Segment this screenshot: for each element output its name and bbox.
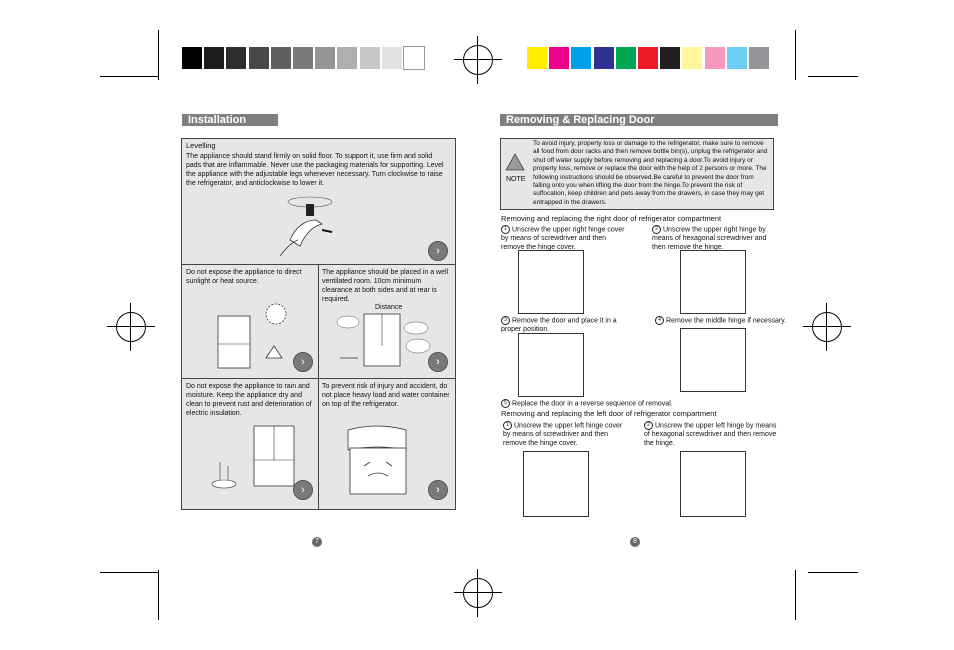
color-swatch — [293, 47, 313, 69]
load-text: To prevent risk of injury and accident, … — [322, 383, 450, 408]
right-step-4-figure — [680, 328, 746, 392]
step-text: Remove the door and place it in a proper… — [501, 317, 617, 334]
color-swatch — [726, 47, 747, 69]
step-text: Unscrew the upper left hinge by means of… — [644, 422, 777, 448]
step-number: 2 — [652, 225, 661, 234]
color-swatch — [704, 47, 725, 69]
color-swatch — [549, 47, 570, 69]
page-number-7: 7 — [312, 537, 322, 547]
color-swatch — [204, 47, 225, 69]
levelling-illustration — [279, 196, 333, 257]
color-swatch — [270, 47, 291, 69]
color-swatch — [593, 47, 614, 69]
installation-title: Installation — [182, 114, 278, 126]
step-number: 1 — [501, 225, 510, 234]
color-swatch — [403, 46, 425, 70]
color-swatch — [638, 47, 658, 69]
crop-mark — [100, 572, 158, 573]
rain-illustration — [211, 425, 295, 489]
color-swatch — [381, 47, 402, 69]
next-arrow-icon[interactable]: › — [293, 480, 313, 500]
left-step-1-figure — [523, 451, 589, 517]
color-swatch — [682, 47, 703, 69]
page-number-8: 8 — [630, 537, 640, 547]
right-step-2-figure — [680, 250, 746, 314]
removing-door-title: Removing & Replacing Door — [500, 114, 778, 126]
right-step-3-figure — [518, 333, 584, 397]
color-swatch — [248, 47, 269, 69]
note-box — [500, 138, 774, 210]
rain-text: Do not expose the appliance to rain and … — [186, 383, 312, 417]
color-swatch — [226, 47, 247, 69]
color-swatch — [749, 47, 769, 69]
crop-mark — [100, 76, 158, 77]
left-step-2-figure — [680, 451, 746, 517]
right-door-heading: Removing and replacing the right door of… — [501, 214, 722, 223]
levelling-text: The appliance should stand firmly on sol… — [186, 153, 444, 187]
ventilation-illustration — [336, 313, 431, 367]
step-text: Unscrew the upper right hinge by means o… — [652, 226, 767, 252]
crop-mark — [795, 570, 796, 620]
color-swatch — [527, 47, 547, 69]
step-number: 2 — [644, 421, 653, 430]
distance-label: Distance — [375, 304, 403, 311]
step-text: Unscrew the upper right hinge cover by m… — [501, 226, 625, 252]
crop-mark — [158, 30, 159, 80]
registration-mark — [454, 36, 502, 84]
next-arrow-icon[interactable]: › — [293, 352, 313, 372]
color-swatch — [571, 47, 592, 69]
divider — [318, 264, 319, 509]
note-text: To avoid injury, property loss or damage… — [533, 140, 768, 206]
crop-mark — [158, 570, 159, 620]
step-number: 1 — [503, 421, 512, 430]
crop-mark — [795, 30, 796, 80]
warning-triangle-icon — [505, 153, 525, 171]
left-door-heading: Removing and replacing the left door of … — [501, 409, 717, 418]
next-arrow-icon[interactable]: › — [428, 352, 448, 372]
next-arrow-icon[interactable]: › — [428, 241, 448, 261]
step-text: Replace the door in a reverse sequence o… — [512, 400, 673, 408]
color-swatch — [182, 47, 202, 69]
sunlight-text: Do not expose the appliance to direct su… — [186, 269, 302, 285]
ventilation-text: The appliance should be placed in a well… — [322, 269, 449, 303]
step-text: Unscrew the upper left hinge cover by me… — [503, 422, 623, 448]
color-swatch — [615, 47, 636, 69]
step-number: 5 — [501, 399, 510, 408]
color-swatch — [337, 47, 358, 69]
crop-mark — [808, 572, 858, 573]
registration-mark — [454, 569, 502, 617]
step-number: 3 — [501, 316, 510, 325]
load-illustration — [347, 425, 407, 495]
registration-mark — [803, 303, 851, 351]
color-swatch — [315, 47, 336, 69]
levelling-heading: Levelling — [186, 141, 216, 150]
color-swatch — [359, 47, 380, 69]
crop-mark — [808, 76, 858, 77]
registration-mark — [107, 303, 155, 351]
step-text: Remove the middle hinge if necessary. — [666, 317, 787, 325]
next-arrow-icon[interactable]: › — [428, 480, 448, 500]
right-step-1-figure — [518, 250, 584, 314]
sunlight-illustration — [217, 303, 287, 369]
step-number: 4 — [655, 316, 664, 325]
note-label: NOTE — [506, 176, 526, 183]
color-swatch — [660, 47, 681, 69]
